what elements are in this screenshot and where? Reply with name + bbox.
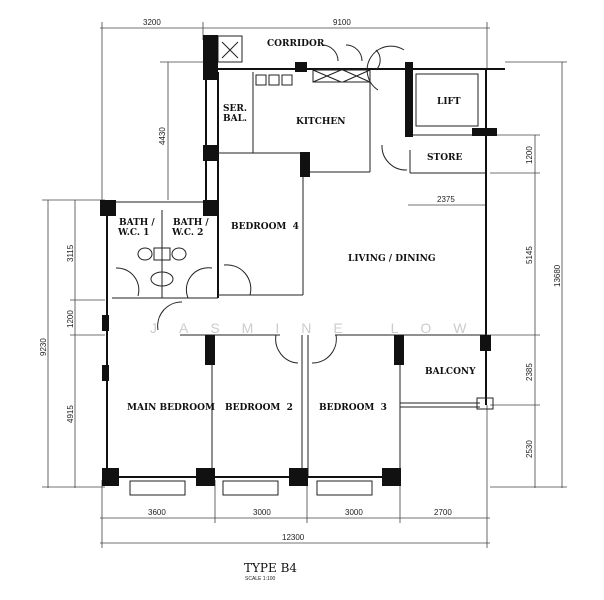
dim-left-bed: 4915 <box>66 405 75 423</box>
dim-top-left: 3200 <box>143 18 161 27</box>
room-label-lift: LIFT <box>437 97 461 107</box>
dim-top-right: 9100 <box>333 18 351 27</box>
dim-right-living: 5145 <box>525 246 534 264</box>
dim-bottom-bed3: 3000 <box>345 508 363 517</box>
room-label-bath-1: BATH / <box>119 218 155 228</box>
room-label-ser-bal: SER. <box>223 104 247 114</box>
dim-right-store: 1200 <box>525 146 534 164</box>
dim-left-bath: 3115 <box>66 244 75 262</box>
room-label-corridor: CORRIDOR <box>267 39 325 49</box>
dim-bottom-bed2: 3000 <box>253 508 271 517</box>
plan-title: TYPE B4 <box>244 561 297 575</box>
dim-right-lower: 2530 <box>525 440 534 458</box>
room-label-balcony: BALCONY <box>425 367 476 377</box>
doors <box>115 44 408 364</box>
watermark: JASMINE LOW <box>150 320 488 336</box>
room-label-store: STORE <box>427 153 463 163</box>
room-label-wc-1: W.C. 1 <box>117 228 149 238</box>
dim-left-mid: 1200 <box>66 310 75 328</box>
dim-right-balcony: 2385 <box>525 363 534 381</box>
room-label-main-bedroom: MAIN BEDROOM <box>127 403 215 413</box>
dimension-lines <box>42 22 567 548</box>
dim-right-total: 13680 <box>553 264 562 287</box>
plan-scale: SCALE 1:100 <box>245 576 276 582</box>
columns <box>100 35 497 486</box>
dim-bottom-main: 3600 <box>148 508 166 517</box>
dim-store-width: 2375 <box>437 195 455 204</box>
room-label-bedroom-2: BEDROOM 2 <box>225 403 293 413</box>
dim-left-total: 9230 <box>39 338 48 356</box>
dim-left-upper: 4430 <box>158 127 167 145</box>
dim-bottom-balcony: 2700 <box>434 508 452 517</box>
room-label-bedroom-4: BEDROOM 4 <box>231 222 299 232</box>
room-label-bedroom-3: BEDROOM 3 <box>319 403 387 413</box>
room-label-kitchen: KITCHEN <box>296 117 345 127</box>
room-label-wc-2: W.C. 2 <box>171 228 203 238</box>
room-label-living-dining: LIVING / DINING <box>348 254 436 264</box>
dim-bottom-total: 12300 <box>282 533 305 542</box>
room-label-ser-bal-2: BAL. <box>223 114 247 124</box>
room-label-bath-2: BATH / <box>173 218 209 228</box>
